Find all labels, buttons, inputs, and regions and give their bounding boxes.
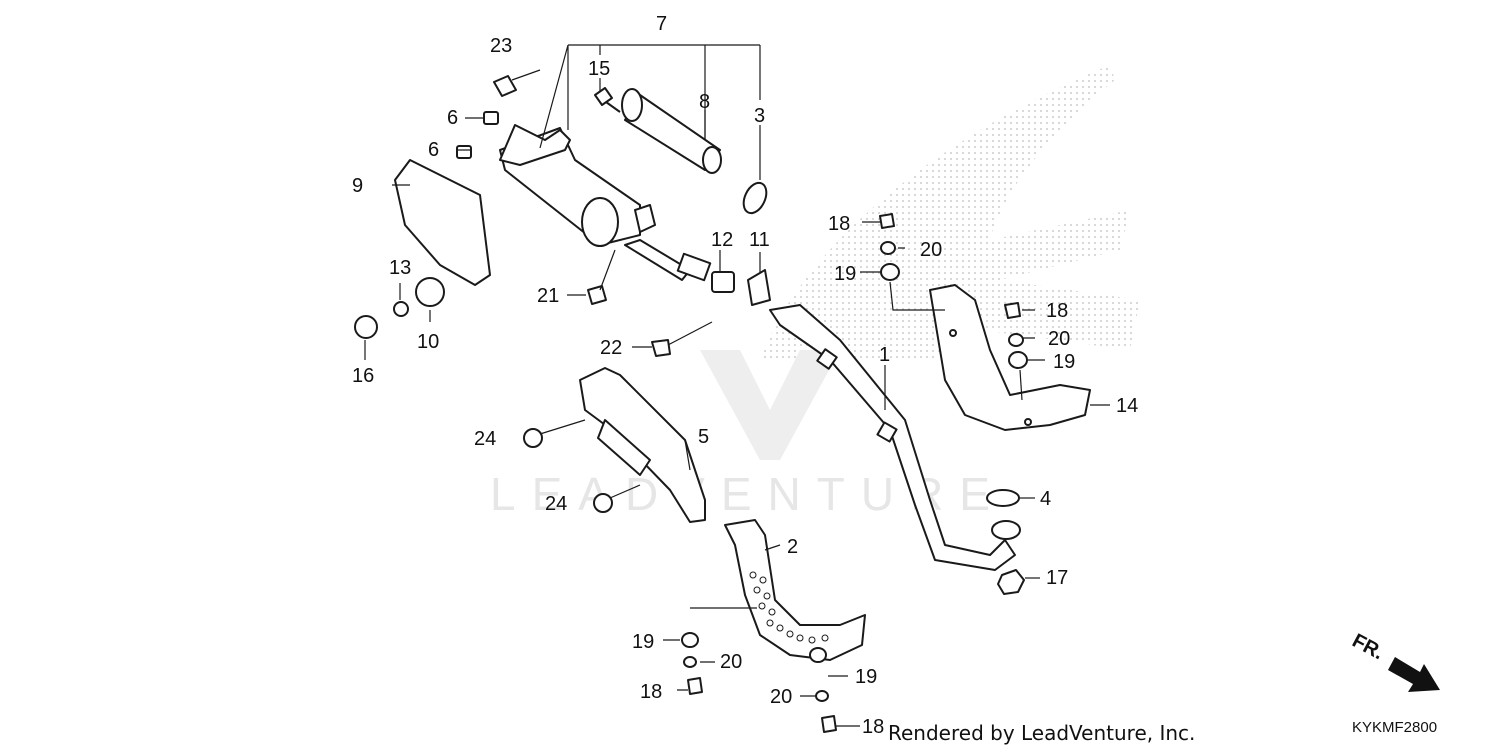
callout-15: 15 xyxy=(588,58,610,80)
callout-19b: 19 xyxy=(1053,351,1075,373)
callout-13: 13 xyxy=(389,257,411,279)
hardware-upper-left xyxy=(879,213,900,281)
callout-19a: 19 xyxy=(834,263,856,285)
callout-20b: 20 xyxy=(1048,328,1070,350)
callout-5: 5 xyxy=(698,426,709,448)
washer-13 xyxy=(393,301,409,317)
callout-22: 22 xyxy=(600,337,622,359)
inner-pipe-part xyxy=(621,88,722,174)
heat-protector-2 xyxy=(724,519,866,661)
rendered-by-text: Rendered by LeadVenture, Inc. xyxy=(888,721,1195,745)
callout-2: 2 xyxy=(787,536,798,558)
callout-24a: 24 xyxy=(474,428,496,450)
callout-11: 11 xyxy=(749,229,770,251)
callout-20c: 20 xyxy=(720,651,742,673)
bolt-24a xyxy=(523,428,543,448)
callout-labels: 7 23 15 8 3 6 6 9 18 20 19 12 11 13 10 1… xyxy=(352,13,1138,738)
callout-18d: 18 xyxy=(862,716,884,738)
callout-12: 12 xyxy=(711,229,733,251)
diagram-code: KYKMF2800 xyxy=(1352,719,1437,736)
clamp-11 xyxy=(747,269,771,306)
callout-3: 3 xyxy=(754,105,765,127)
callout-18a: 18 xyxy=(828,213,850,235)
bolt-21 xyxy=(587,249,616,305)
bolt-23 xyxy=(493,69,541,97)
screw-15 xyxy=(594,87,621,113)
leader-lines xyxy=(364,44,1110,727)
gasket-12 xyxy=(711,271,735,293)
front-direction-indicator: FR. xyxy=(1348,630,1440,692)
gasket-ring-3 xyxy=(742,181,768,215)
callout-20a: 20 xyxy=(920,239,942,261)
heat-protector-14 xyxy=(929,284,1091,431)
callout-1: 1 xyxy=(879,344,890,366)
fr-label: FR. xyxy=(1348,630,1387,665)
callout-18c: 18 xyxy=(640,681,662,703)
gasket-4 xyxy=(986,489,1020,507)
callout-14: 14 xyxy=(1116,395,1138,417)
hardware-lower-left xyxy=(681,632,703,695)
bolt-16 xyxy=(354,315,378,339)
clip-6b xyxy=(456,145,472,159)
callout-8: 8 xyxy=(699,91,710,113)
callout-9: 9 xyxy=(352,175,363,197)
hardware-lower-right xyxy=(809,647,837,733)
callout-18b: 18 xyxy=(1046,300,1068,322)
flange-part xyxy=(991,520,1021,540)
muffler-protector-9 xyxy=(394,159,491,286)
callout-6b: 6 xyxy=(428,139,439,161)
holes-pattern xyxy=(749,571,829,644)
callout-17: 17 xyxy=(1046,567,1068,589)
callout-24b: 24 xyxy=(545,493,567,515)
muffler-assembly xyxy=(499,124,712,282)
callout-4: 4 xyxy=(1040,488,1051,510)
nut-17 xyxy=(997,569,1025,595)
bolt-22 xyxy=(651,321,713,357)
callout-6a: 6 xyxy=(447,107,458,129)
wing-logo-watermark xyxy=(760,65,1140,360)
v-logo-watermark xyxy=(700,350,840,460)
callout-16: 16 xyxy=(352,365,374,387)
hardware-upper-right xyxy=(1004,302,1028,369)
clip-6a xyxy=(483,111,499,125)
callout-7: 7 xyxy=(656,13,667,35)
callout-23: 23 xyxy=(490,35,512,57)
callout-21: 21 xyxy=(537,285,559,307)
callout-20d: 20 xyxy=(770,686,792,708)
callout-10: 10 xyxy=(417,331,439,353)
collar-10 xyxy=(415,277,445,307)
bolt-24b xyxy=(593,493,613,513)
callout-19d: 19 xyxy=(855,666,877,688)
callout-19c: 19 xyxy=(632,631,654,653)
fr-arrow-icon xyxy=(1388,657,1440,692)
